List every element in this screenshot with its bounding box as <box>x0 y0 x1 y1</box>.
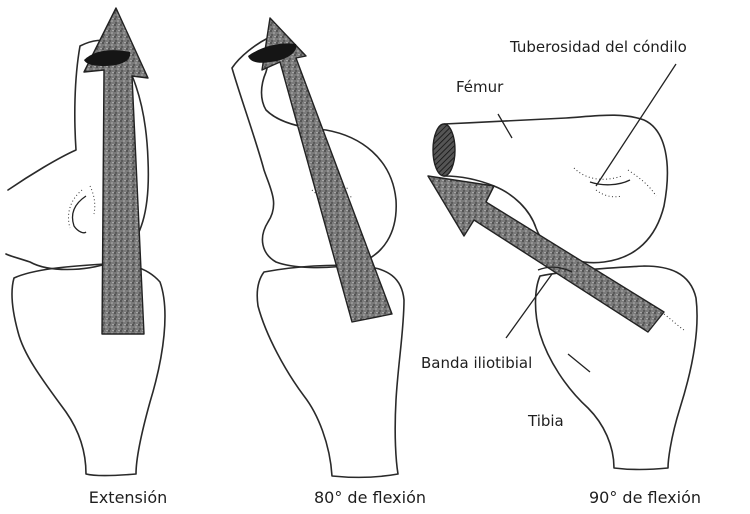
caption-flexion-80: 80° de flexión <box>314 488 426 507</box>
caption-extension: Extensión <box>89 488 168 507</box>
panel-flexion-90: Tuberosidad del cóndilo Fémur Banda ilio… <box>421 38 701 507</box>
label-condyle-tuberosity: Tuberosidad del cóndilo <box>509 38 687 56</box>
leader-condyle-tuberosity <box>596 64 676 186</box>
label-iliotibial-band: Banda iliotibial <box>421 354 532 372</box>
leader-iliotibial-band <box>506 274 552 338</box>
panel-flexion-80: 80° de flexión <box>232 18 426 507</box>
panel-extension: Extensión <box>6 8 167 507</box>
caption-flexion-90: 90° de flexión <box>589 488 701 507</box>
condyle-mark <box>590 180 630 185</box>
label-tibia: Tibia <box>527 412 564 430</box>
label-femur: Fémur <box>456 78 504 96</box>
condyle-mark <box>73 196 87 233</box>
leader-femur <box>498 114 512 138</box>
leader-tibia <box>568 354 590 372</box>
femur-cut-section <box>433 124 455 176</box>
iliotibial-band-arrow <box>262 18 392 322</box>
